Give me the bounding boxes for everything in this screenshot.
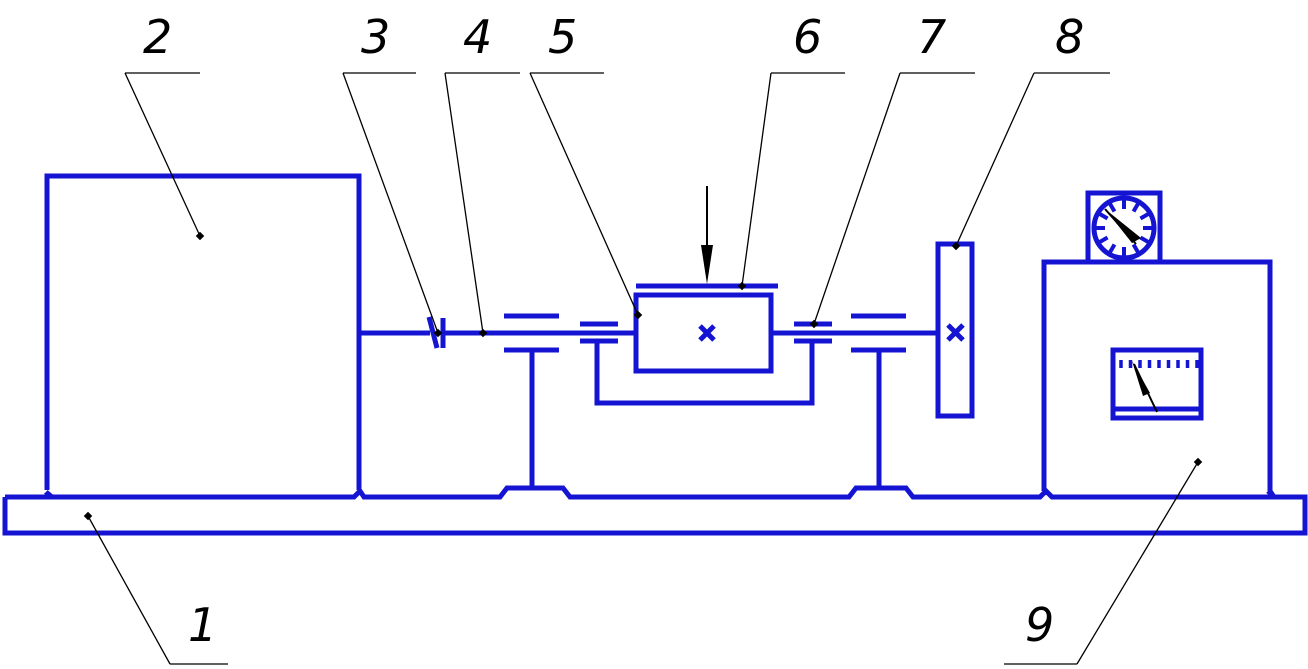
- position-labels: 1 2 3 4 5 6 7 8 9: [143, 10, 1084, 652]
- label-9: 9: [1025, 598, 1054, 652]
- label-6: 6: [793, 10, 822, 64]
- label-2: 2: [143, 10, 172, 64]
- dial-tick: [1139, 211, 1151, 221]
- left-support-bearing: [504, 313, 559, 488]
- dial-gauge: [1095, 199, 1153, 257]
- dial-tick: [1097, 211, 1109, 221]
- dial-tick: [1107, 201, 1117, 213]
- dial-tick: [1131, 201, 1141, 213]
- base-frame: [2, 485, 1308, 536]
- motor-block: [44, 173, 362, 490]
- leader-dots: [83, 231, 1203, 521]
- right-support-bearing: [851, 313, 906, 488]
- dial-tick: [1139, 235, 1151, 245]
- flywheel: [935, 241, 975, 419]
- dial-tick: [1097, 235, 1109, 245]
- coupling: [426, 316, 446, 349]
- meter-gauge: [1119, 360, 1199, 368]
- label-7: 7: [917, 10, 946, 64]
- load-arrow: [701, 186, 713, 284]
- label-4: 4: [463, 10, 492, 64]
- control-box: [1041, 190, 1273, 491]
- leader-lines: [87, 72, 1199, 665]
- dial-tick: [1131, 243, 1141, 255]
- dial-tick: [1107, 243, 1117, 255]
- label-3: 3: [361, 10, 390, 64]
- label-8: 8: [1055, 10, 1084, 64]
- label-1: 1: [188, 598, 217, 652]
- label-5: 5: [548, 10, 577, 64]
- test-housing: [580, 283, 832, 406]
